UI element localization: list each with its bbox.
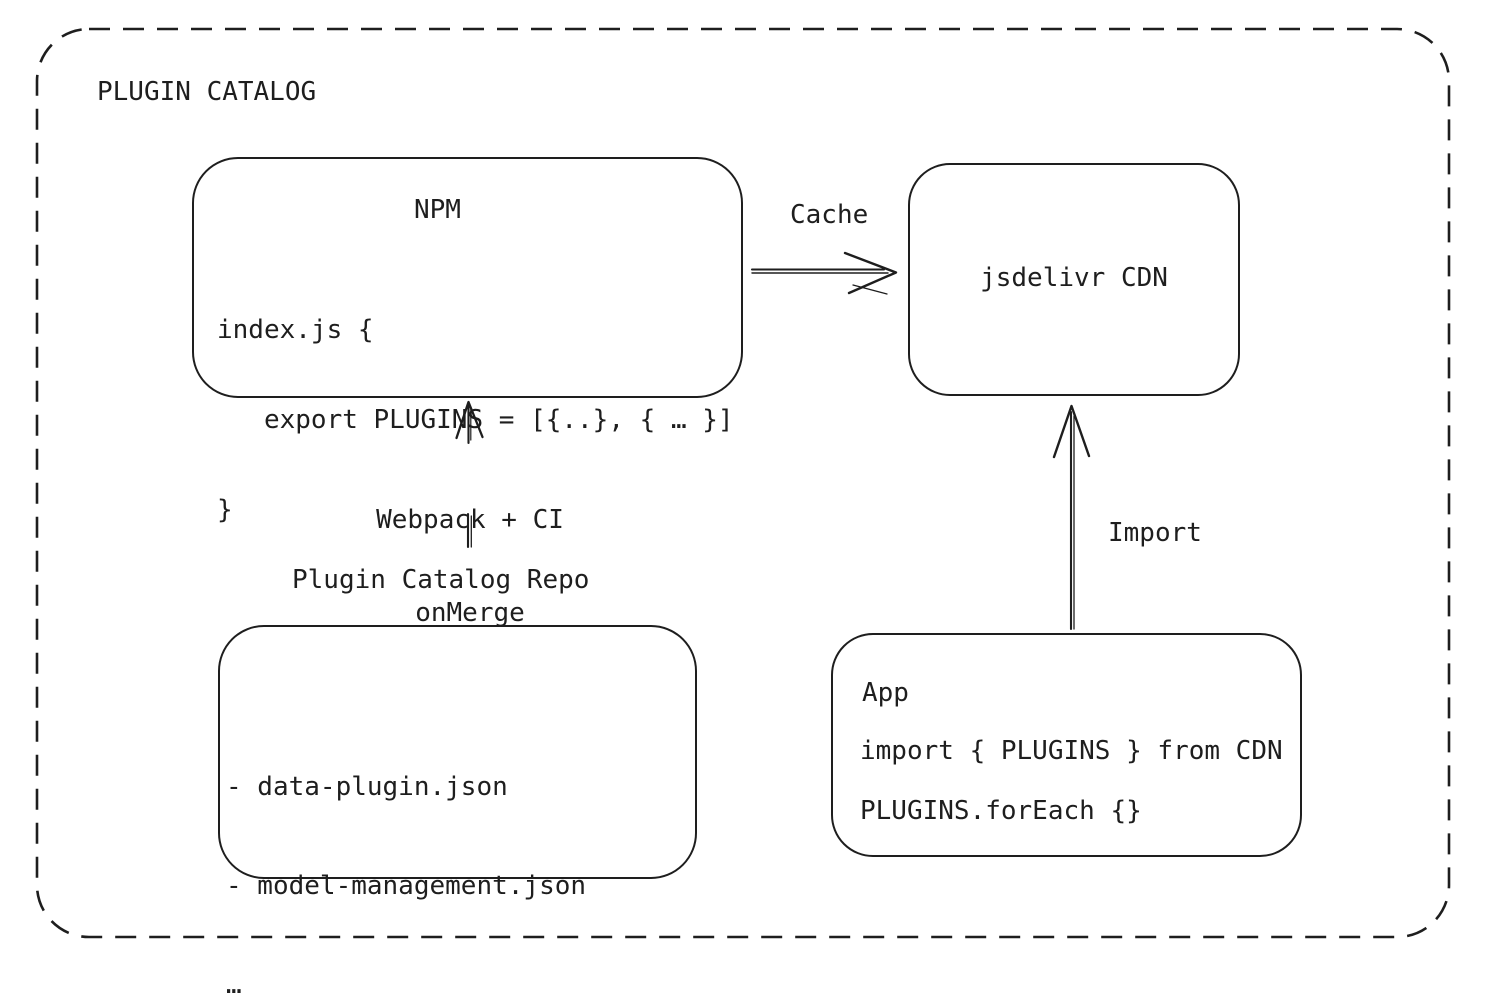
repo-file-list: - data-plugin.json - model-management.js… (226, 705, 586, 1002)
app-node-title: App (862, 678, 909, 708)
build-arrow (455, 400, 484, 549)
frame-title: PLUGIN CATALOG (97, 77, 317, 107)
cache-arrow (750, 251, 898, 295)
cache-arrowhead-icon (843, 251, 898, 295)
npm-code-line: } (217, 495, 233, 525)
cdn-node (908, 163, 1240, 396)
plugin-catalog-frame (35, 27, 1451, 939)
build-edge-sublabel: onMerge (415, 598, 525, 628)
import-edge-label: Import (1108, 518, 1202, 548)
cache-edge-label: Cache (790, 200, 869, 230)
npm-node-title: NPM (414, 195, 461, 225)
npm-code-line: export PLUGINS = [{..}, { … }] (217, 405, 734, 435)
build-arrowhead-icon (455, 400, 484, 440)
build-edge-label-group: Webpack + CI onMerge (330, 443, 610, 691)
app-node (831, 633, 1302, 857)
import-arrowhead-icon (1052, 404, 1091, 459)
build-edge-label: Webpack + CI (376, 505, 564, 535)
cdn-node-title: jsdelivr CDN (980, 263, 1168, 293)
repo-file-item: - data-plugin.json (226, 772, 508, 802)
npm-node (192, 157, 743, 398)
app-code-line: import { PLUGINS } from CDN (860, 736, 1283, 766)
repo-file-item: … (226, 970, 242, 1000)
npm-code-block: index.js { export PLUGINS = [{..}, { … }… (217, 255, 734, 585)
repo-node (218, 625, 697, 879)
app-code-line: PLUGINS.forEach {} (860, 796, 1142, 826)
repo-file-item: - model-management.json (226, 871, 587, 901)
import-arrow (1052, 404, 1091, 631)
npm-code-line: index.js { (217, 315, 374, 345)
repo-node-label: Plugin Catalog Repo (292, 565, 590, 595)
